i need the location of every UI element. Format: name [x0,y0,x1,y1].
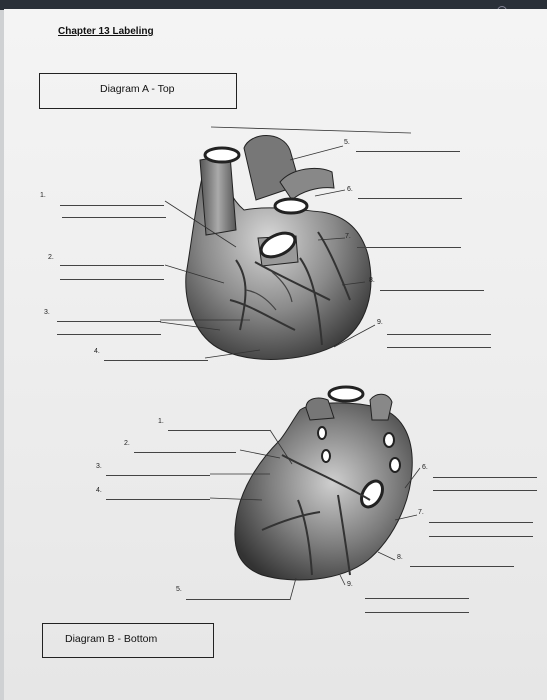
diagram-a-label-6: 6. [347,186,353,193]
page-title: Chapter 13 Labeling [58,26,154,37]
heart-anterior-icon [185,135,372,360]
diagram-b-label-5: 5. [176,586,182,593]
diagram-a-label-9: 9. [377,319,383,326]
diagram-a-label-1: 1. [40,192,46,199]
answer-line-a8[interactable] [380,290,484,291]
heart-posterior-icon [234,385,413,581]
diagram-b-label-4: 4. [96,487,102,494]
answer-line-b6[interactable] [433,477,537,478]
answer-line-a6[interactable] [358,198,462,199]
diagram-b-label-7: 7. [418,509,424,516]
answer-line-b2[interactable] [134,452,236,453]
diagram-a-label-8: 8. [369,277,375,284]
diagram-b-label-1: 1. [158,418,164,425]
answer-line-b3[interactable] [106,475,210,476]
answer-line-a2[interactable] [60,265,164,266]
diagram-b-title-box: Diagram B - Bottom [42,623,214,658]
answer-line-b7[interactable] [429,522,533,523]
diagram-b-label-6: 6. [422,464,428,471]
diagram-a-title-box: Diagram A - Top [39,73,237,109]
diagram-b-label-9: 9. [347,581,353,588]
diagram-b-leader-lines [209,429,421,601]
answer-line-b6b[interactable] [433,490,537,491]
diagram-a-label-3: 3. [44,309,50,316]
answer-line-a9b[interactable] [387,347,491,348]
answer-line-b5[interactable] [186,599,290,600]
answer-line-b9[interactable] [365,598,469,599]
diagram-b-label-8: 8. [397,554,403,561]
answer-line-a2b[interactable] [60,279,164,280]
answer-line-b7b[interactable] [429,536,533,537]
answer-line-b9b[interactable] [365,612,469,613]
answer-line-a9[interactable] [387,334,491,335]
answer-line-a1[interactable] [60,205,164,206]
diagram-b-title: Diagram B - Bottom [65,633,158,645]
diagram-a-title: Diagram A - Top [100,83,175,95]
diagram-a-label-4: 4. [94,348,100,355]
diagram-a-label-5: 5. [344,139,350,146]
answer-line-a4[interactable] [104,360,208,361]
answer-line-b4[interactable] [106,499,210,500]
answer-line-a3[interactable] [57,321,161,322]
answer-line-b1[interactable] [168,430,270,431]
diagram-a-label-7: 7. [345,233,351,240]
diagram-a-label-2: 2. [48,254,54,261]
answer-line-a7[interactable] [357,247,461,248]
diagram-b-label-2: 2. [124,440,130,447]
diagram-a-leader-lines [159,126,412,359]
diagram-b-label-3: 3. [96,463,102,470]
answer-line-a3b[interactable] [57,334,161,335]
answer-line-a5[interactable] [356,151,460,152]
answer-line-a1b[interactable] [62,217,166,218]
window-top-bar [0,0,547,10]
answer-line-b8[interactable] [410,566,514,567]
